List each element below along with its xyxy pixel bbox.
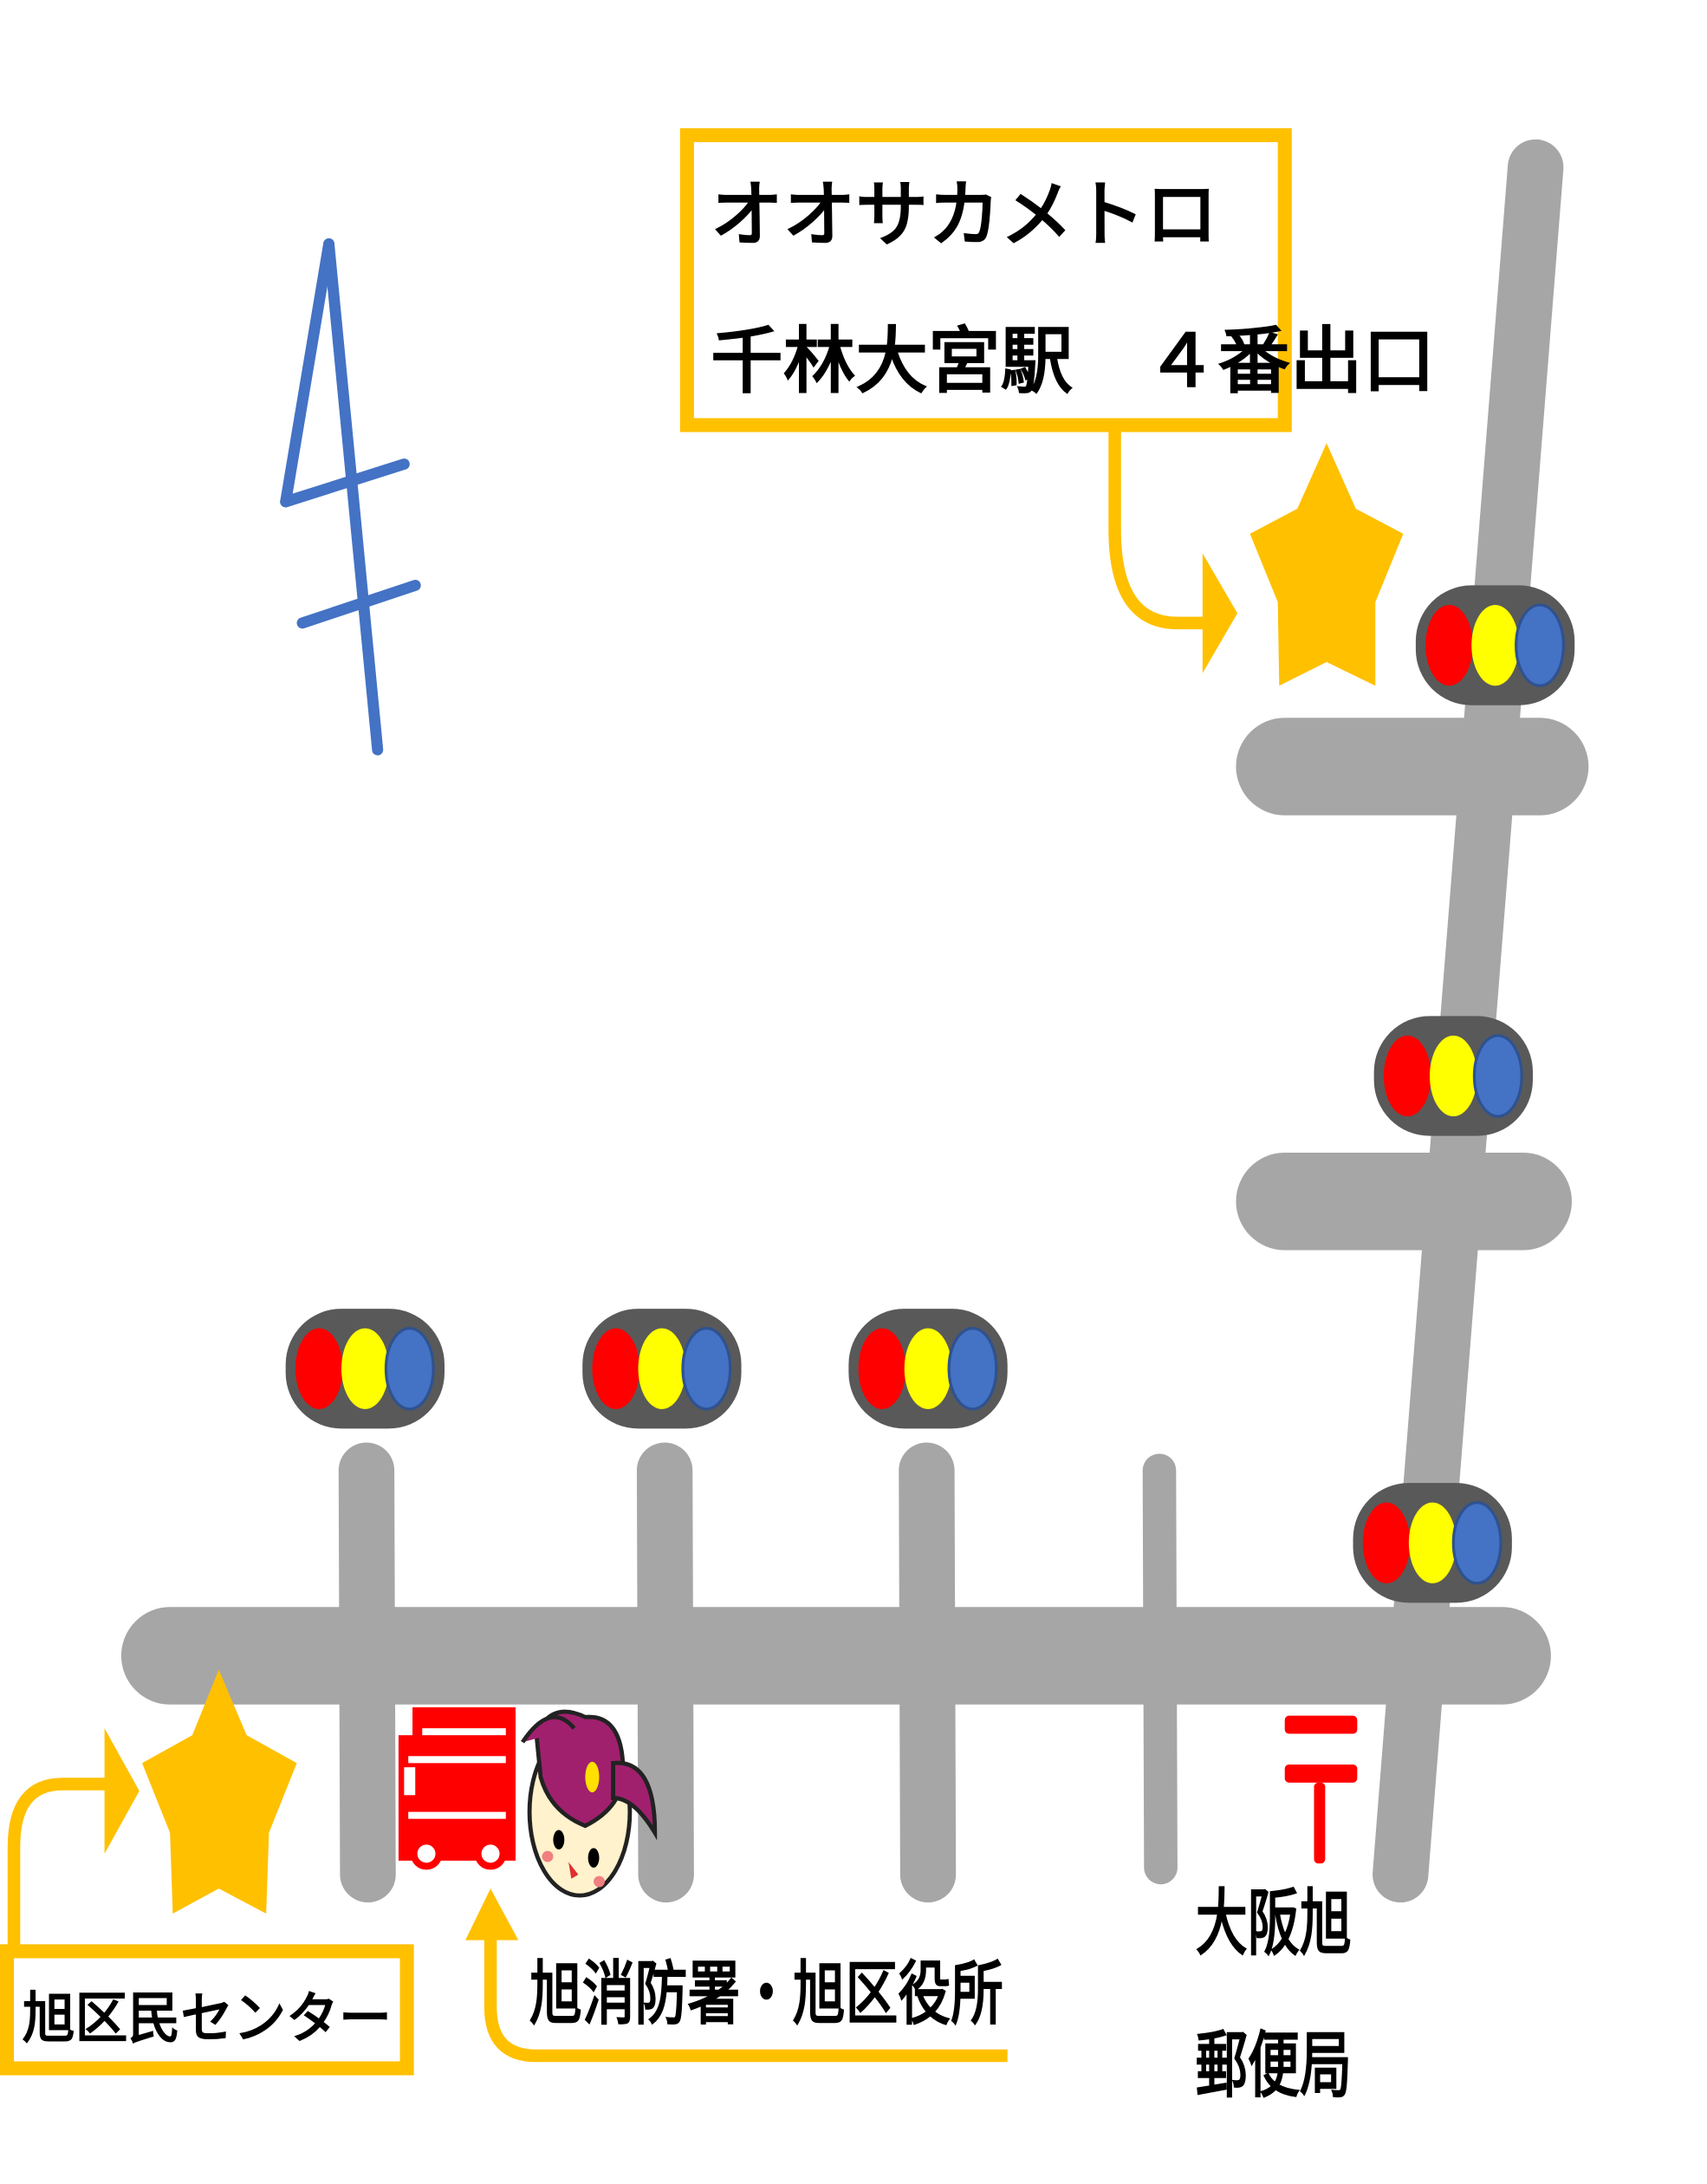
road-stub-1 (338, 1442, 396, 1903)
mascot-icon (521, 1709, 658, 1898)
traffic-light-icon (848, 1309, 1008, 1429)
signal-lamp-yellow (1471, 604, 1519, 686)
post-office-label-line1: 大阪旭 (1196, 1881, 1352, 1966)
signal-lamp-blue (1451, 1500, 1503, 1585)
fire-truck-icon (398, 1707, 516, 1870)
signal-lamp-blue (681, 1326, 732, 1411)
signal-lamp-red (1383, 1035, 1431, 1117)
road-stub-2 (636, 1442, 694, 1903)
station-pointer-arrowhead (1202, 553, 1238, 673)
station-exit-label: オオサカメトロ 千林大宮駅 ４番出口 (679, 127, 1435, 432)
road-stub-4 (1142, 1453, 1178, 1885)
traffic-light-icon (582, 1309, 742, 1429)
fire-ward-pointer-arrowhead (465, 1888, 519, 1940)
signal-lamp-red (1362, 1502, 1411, 1583)
signal-lamp-yellow (904, 1328, 952, 1409)
community-center-pointer-line (7, 1778, 112, 1952)
signal-lamp-red (858, 1328, 906, 1409)
signal-lamp-red (592, 1328, 640, 1409)
community-center-label: 旭区民センター (0, 1944, 414, 2076)
signal-lamp-yellow (341, 1328, 389, 1409)
post-office-mark-icon: 〒 (1284, 1715, 1358, 1864)
fire-ward-office-label: 旭消防署・旭区役所 (529, 1953, 1003, 2035)
community-center-text: 旭区民センター (23, 1986, 392, 2051)
traffic-light-icon (1415, 585, 1575, 705)
signal-lamp-blue (1515, 603, 1565, 687)
fire-ward-pointer-line (484, 1937, 1008, 2063)
signal-lamp-red (295, 1328, 343, 1409)
station-pointer-line (1108, 432, 1210, 630)
signal-lamp-blue (384, 1326, 435, 1411)
star-icon-station (1249, 443, 1404, 686)
traffic-light-icon (1373, 1016, 1533, 1136)
signal-lamp-red (1425, 604, 1473, 686)
signal-lamp-yellow (1408, 1502, 1457, 1583)
signal-lamp-blue (1472, 1034, 1523, 1118)
signal-lamp-blue (947, 1326, 998, 1411)
community-center-pointer-arrowhead (104, 1728, 140, 1854)
signal-lamp-yellow (638, 1328, 686, 1409)
station-exit-name: 千林大宮駅 ４番出口 (711, 318, 1435, 403)
traffic-light-icon (1353, 1483, 1512, 1603)
star-icon-community-center (142, 1669, 297, 1914)
traffic-signals (285, 585, 1575, 1603)
north-arrow-icon: N (280, 237, 421, 756)
station-line-name: オオサカメトロ (711, 172, 1217, 257)
signal-lamp-yellow (1429, 1035, 1477, 1117)
post-office-label-line2: 郵便局 (1196, 2023, 1352, 2108)
traffic-light-icon (285, 1309, 445, 1429)
road-stub-3 (899, 1442, 957, 1903)
